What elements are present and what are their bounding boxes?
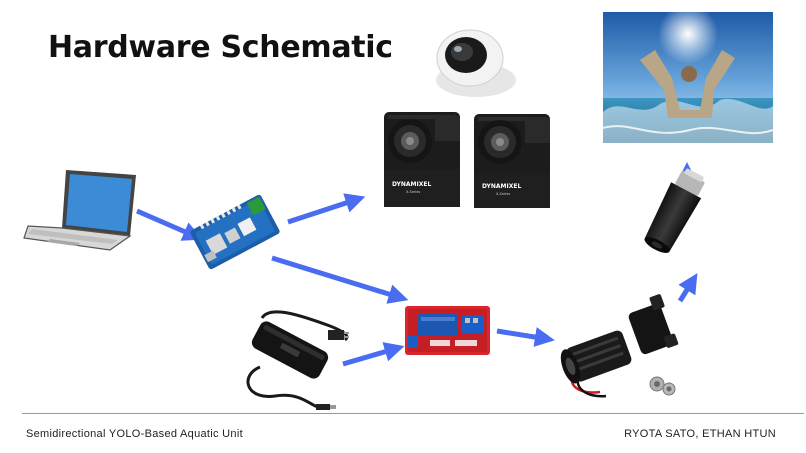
- servo-motor-icon: DYNAMIXEL X-Series: [474, 114, 550, 208]
- arrow-board-to-servo: [287, 193, 366, 225]
- relay-module-icon: [405, 306, 490, 355]
- arrow-power-to-relay: [342, 342, 405, 367]
- laptop-icon: [23, 170, 136, 251]
- water-pump-icon: [560, 294, 679, 398]
- footer-divider: [22, 413, 804, 414]
- arrow-board-to-relay: [271, 255, 409, 304]
- flow-arrows: [136, 162, 698, 367]
- servo-brand-label: DYNAMIXEL: [392, 181, 431, 188]
- water-scene-photo: [602, 4, 774, 143]
- servo-series-label: X-Series: [406, 190, 420, 194]
- servo-brand-label: DYNAMIXEL: [482, 183, 521, 190]
- power-adapter-icon: [246, 310, 349, 410]
- arrow-laptop-to-board: [136, 208, 203, 241]
- controller-board-icon: [190, 194, 280, 270]
- arrow-relay-to-pump: [496, 327, 555, 347]
- servo-series-label: X-Series: [496, 192, 510, 196]
- footer-project-title: Semidirectional YOLO-Based Aquatic Unit: [26, 428, 243, 440]
- spray-nozzle-icon: [644, 168, 705, 253]
- servo-motor-icon: DYNAMIXEL X-Series: [384, 112, 460, 207]
- arrow-pump-to-nozzle: [677, 273, 698, 303]
- footer-authors: RYOTA SATO, ETHAN HTUN: [624, 428, 776, 440]
- fisheye-camera-icon: [436, 29, 516, 97]
- slide-title: Hardware Schematic: [48, 30, 393, 65]
